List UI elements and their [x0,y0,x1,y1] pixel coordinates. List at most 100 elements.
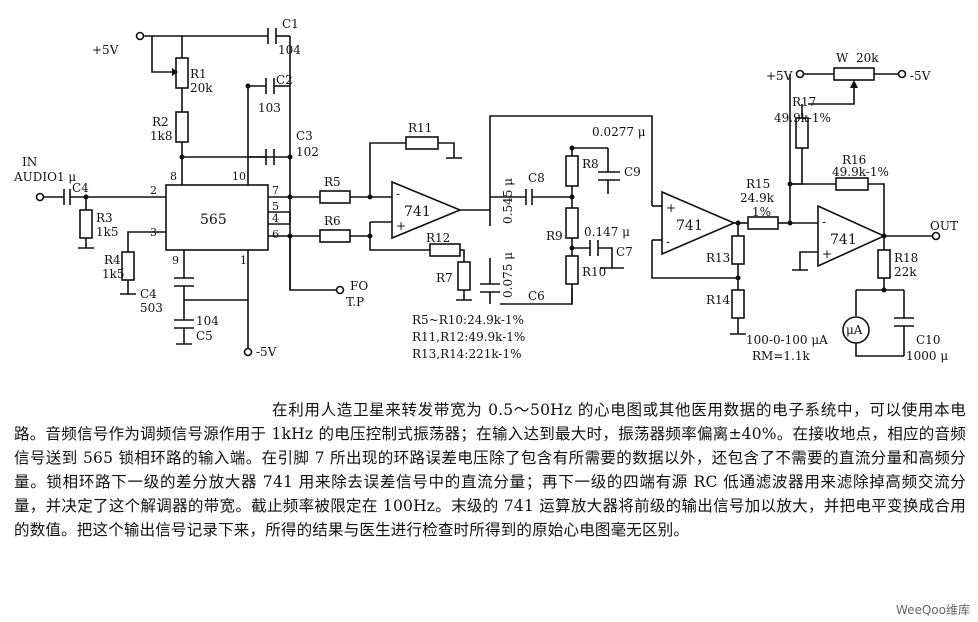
watermark: WeeQoo维库 [895,603,970,617]
note-line-1: R5~R10:24.9k-1% [412,313,524,327]
ic-565-label: 565 [200,212,227,228]
pin5-label: 5 [272,200,279,213]
c4-in-label: C4 [72,181,89,195]
r3-label: R3 [96,211,113,225]
r6-resistor [319,229,351,243]
r9-label: R9 [546,229,563,243]
opamp3-plus: + [822,247,832,261]
c5-label: C5 [196,329,213,343]
opamp2-plus: + [666,201,676,215]
r2-resistor [175,111,189,143]
r2-value: 1k8 [150,129,173,143]
meter-rm: RM=1.1k [752,349,810,363]
r17-value: 49.9k-1% [774,111,831,125]
r5-resistor [319,190,351,204]
minus5v-right-terminal [897,69,907,79]
pin2-label: 2 [150,184,157,197]
tp-label: T.P [346,295,364,309]
plus5v-terminal [135,31,145,41]
r5-label: R5 [324,175,341,189]
c3-value: 102 [296,145,319,159]
r15-label: R15 [746,177,770,191]
opamp2-minus: - [666,235,670,249]
c4-label: C4 [140,287,157,301]
r7-label: R7 [436,271,453,285]
caption-text: 在利用人造卫星来转发带宽为 0.5～50Hz 的心电图或其他医用数据的电子系统中… [14,398,966,618]
r14-label: R14 [706,293,731,307]
r18-label: R18 [894,251,918,265]
audio-label: AUDIO1 μ [13,170,76,184]
c7-value: 0.147 μ [584,225,630,239]
r13-label: R13 [706,251,730,265]
minus5v-right-label: -5V [910,69,931,83]
r8-label: R8 [582,157,599,171]
r15-tol: 1% [752,205,771,219]
r16-resistor [835,177,869,191]
c7-label: C7 [616,245,633,259]
r17-label: R17 [792,95,816,109]
c3-label: C3 [296,129,313,143]
c1-label: C1 [282,17,299,31]
c8-label: C8 [528,171,545,185]
ic-565 [165,184,269,251]
c2-label: C2 [276,73,293,87]
r13-resistor [731,235,745,265]
c9-value: 0.0277 μ [592,125,646,139]
r15-value: 24.9k [740,191,775,205]
opamp3-label: 741 [830,232,857,248]
pin4-label: 4 [272,212,279,225]
r10-resistor [565,255,579,285]
r2-label: R2 [152,115,169,129]
r8-resistor [565,155,579,187]
r12-resistor [429,243,461,257]
r9-resistor [565,207,579,239]
plus5v-right-terminal [795,69,805,79]
audio-input-terminal [35,192,45,202]
r1-label: R1 [190,67,207,81]
in-label: IN [22,155,37,169]
meter-symbol: μA [846,323,863,337]
r18-value: 22k [894,265,917,279]
c9-label: C9 [624,165,641,179]
opamp-2 [661,190,737,256]
r16-value: 49.9k-1% [832,165,889,179]
w-potentiometer [833,67,875,81]
opamp-3 [817,204,886,268]
opamp-1 [391,180,463,240]
r3-resistor [79,209,93,239]
r1-pot [175,57,189,89]
c2-value: 103 [258,101,281,115]
r14-resistor [731,289,745,319]
pin1-label: 1 [240,254,247,267]
c6-value: 0.075 μ [501,252,515,298]
fo-terminal [335,285,345,295]
caption-paragraph: 在利用人造卫星来转发带宽为 0.5～50Hz 的心电图或其他医用数据的电子系统中… [14,401,966,539]
meter-range: 100-0-100 μA [746,333,828,347]
opamp2-label: 741 [676,218,703,234]
r11-label: R11 [408,121,432,135]
r3-value: 1k5 [96,225,119,239]
r11-resistor [405,136,439,150]
c8-value: 0.545 μ [501,178,515,224]
filter-section: C8 0.545 μ C6 0.075 μ R8 0.0277 μ C9 R9 … [480,115,748,335]
r1-value: 20k [190,81,213,95]
pin10-label: 10 [232,170,246,183]
r18-resistor [877,249,891,279]
minus5v-bottom-label: -5V [256,345,277,359]
r12-label: R12 [426,231,450,245]
pin6-label: 6 [272,228,279,241]
pin8-label: 8 [170,170,177,183]
w-value: 20k [856,51,879,65]
r16-label: R16 [842,153,866,167]
out-label: OUT [930,219,958,233]
r4-value: 1k5 [102,267,125,281]
opamp1-minus: - [396,187,400,201]
pin9-label: 9 [172,254,179,267]
minus5v-terminal [243,347,253,357]
opamp1-label: 741 [404,204,431,220]
c10-label: C10 [916,333,940,347]
opamp3-minus: - [822,215,826,229]
w-label: W [836,51,849,65]
r6-label: R6 [324,214,341,228]
pin7-label: 7 [272,184,279,197]
